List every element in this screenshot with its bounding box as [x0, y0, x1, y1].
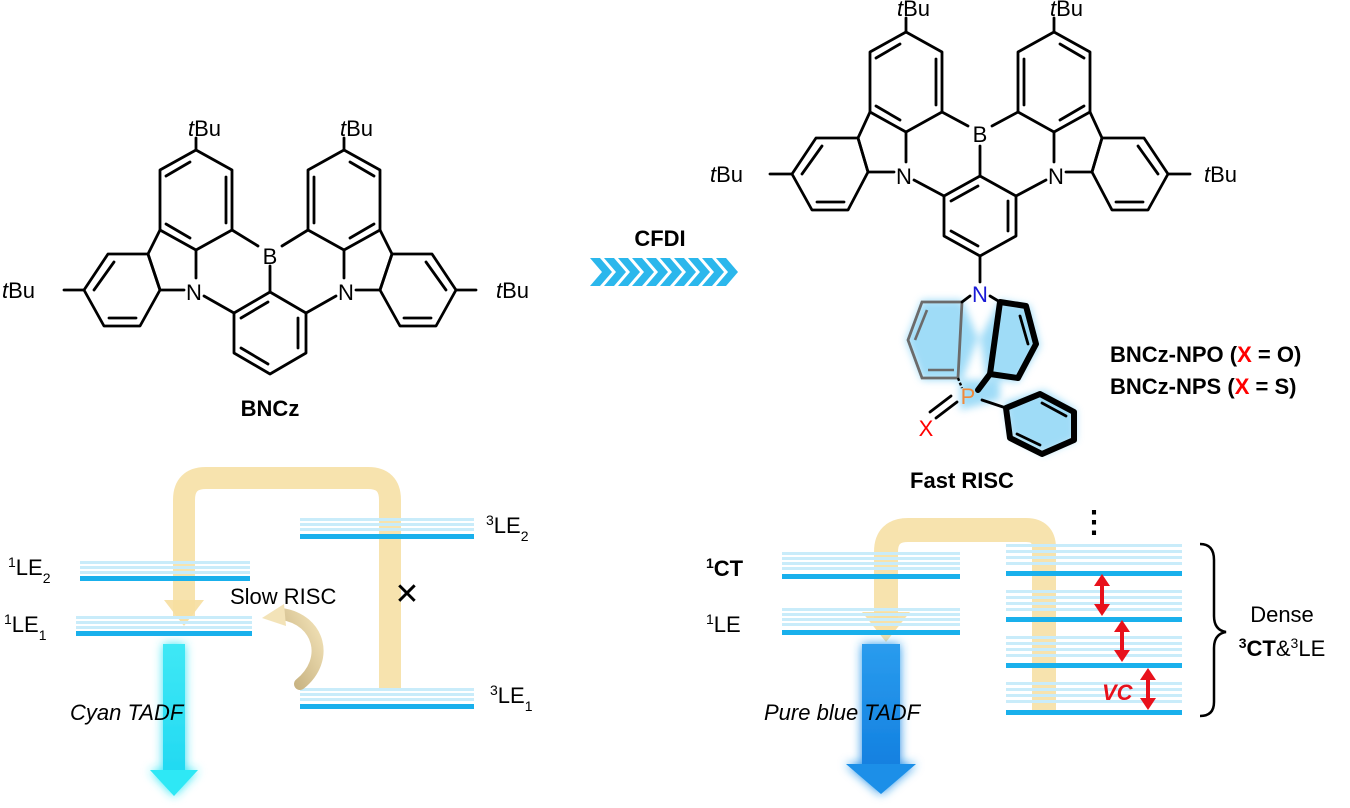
bncz-npx-molecule: B N N N P X tBu tBu tBu tBu BNCz-NPO (X …	[710, 0, 1301, 457]
slow-risc-arrowhead	[262, 604, 286, 626]
cyan-tadf-label: Cyan TADF	[70, 700, 185, 725]
label-1le2: 1LE2	[8, 554, 51, 586]
red-double-arrow-2	[1114, 620, 1130, 662]
label-3le2: 3LE2	[486, 512, 529, 544]
dense-label-line2: 3CT&3LE	[1239, 635, 1326, 661]
cyan-emission-arrow	[150, 644, 198, 796]
npx-nitrogen-left-label: N	[896, 164, 912, 189]
chevron-segment	[688, 258, 710, 286]
left-energy-diagram: 1LE2 1LE1 3LE2 3LE1 Slow RISC ✕ Cyan TAD…	[4, 467, 533, 796]
level-3le2	[300, 518, 474, 539]
fast-risc-arrowhead	[862, 612, 910, 642]
risc-arrowhead	[164, 600, 204, 626]
cfdi-arrow: CFDI	[590, 226, 738, 286]
chevron-segment	[716, 258, 738, 286]
fast-risc-loop-arrow	[874, 518, 1056, 714]
npx-nitrogen-bridge-label: N	[972, 282, 988, 307]
label-1ct: 1CT	[706, 555, 744, 581]
chevron-segment	[604, 258, 626, 286]
bncz-tbu-right: tBu	[496, 278, 529, 303]
blue-emission-arrow	[846, 644, 916, 794]
level-3le1	[300, 688, 474, 709]
ellipsis-icon: ⋮	[1079, 506, 1109, 539]
red-double-arrow-1	[1094, 574, 1110, 616]
bncz-name-label: BNCz	[241, 396, 300, 421]
dense-label-line1: Dense	[1250, 602, 1314, 627]
bncz-molecule: B N N tBu tBu tBu tBu BNCz	[2, 116, 529, 421]
right-energy-diagram: Fast RISC 1CT 1LE	[706, 468, 1325, 794]
blocked-cross-icon: ✕	[394, 578, 419, 611]
red-double-arrow-3	[1140, 668, 1156, 710]
bncz-boron-label: B	[263, 244, 278, 269]
vibronic-coupling-arrows	[1094, 574, 1156, 710]
chevron-segment	[674, 258, 696, 286]
chevron-segment	[618, 258, 640, 286]
slow-risc-label: Slow RISC	[230, 584, 336, 609]
label-1le: 1LE	[706, 611, 741, 637]
npx-tbu-right: tBu	[1204, 162, 1237, 187]
risc-loop-arrow	[173, 467, 401, 690]
chevron-segment	[702, 258, 724, 286]
chevron-segment	[632, 258, 654, 286]
chevron-arrow-icon	[590, 258, 738, 286]
npx-nitrogen-right-label: N	[1048, 164, 1064, 189]
npx-tbu-left: tBu	[710, 162, 743, 187]
bncz-tbu-top-left: tBu	[188, 116, 221, 141]
level-1le2	[80, 561, 250, 581]
bncz-nitrogen-right-label: N	[338, 280, 354, 305]
fast-risc-title: Fast RISC	[910, 468, 1014, 493]
bncz-nitrogen-left-label: N	[186, 280, 202, 305]
npx-phosphorus-label: P	[961, 384, 976, 409]
npx-x-label: X	[919, 416, 934, 441]
chevron-segment	[646, 258, 668, 286]
npx-tbu-top-left: tBu	[897, 0, 930, 21]
level-1le1	[76, 616, 252, 636]
chevron-segment	[590, 258, 612, 286]
slow-risc-curved-arrow	[276, 608, 324, 690]
dense-triplet-manifold	[1006, 544, 1182, 715]
dense-brace	[1199, 542, 1227, 718]
npx-tbu-top-right: tBu	[1050, 0, 1083, 21]
bncz-tbu-top-right: tBu	[340, 116, 373, 141]
label-1le1: 1LE1	[4, 611, 47, 643]
pure-blue-tadf-label: Pure blue TADF	[764, 700, 922, 725]
cfdi-label: CFDI	[634, 226, 685, 251]
bncz-tbu-left: tBu	[2, 278, 35, 303]
npx-boron-label: B	[973, 122, 988, 147]
variant-npo-label: BNCz-NPO (X = O)	[1110, 342, 1301, 367]
level-1ct	[782, 552, 960, 579]
level-1le	[782, 608, 960, 635]
label-3le1: 3LE1	[490, 682, 533, 714]
vc-label: VC	[1102, 680, 1134, 705]
variant-nps-label: BNCz-NPS (X = S)	[1110, 374, 1296, 399]
chevron-segment	[660, 258, 682, 286]
